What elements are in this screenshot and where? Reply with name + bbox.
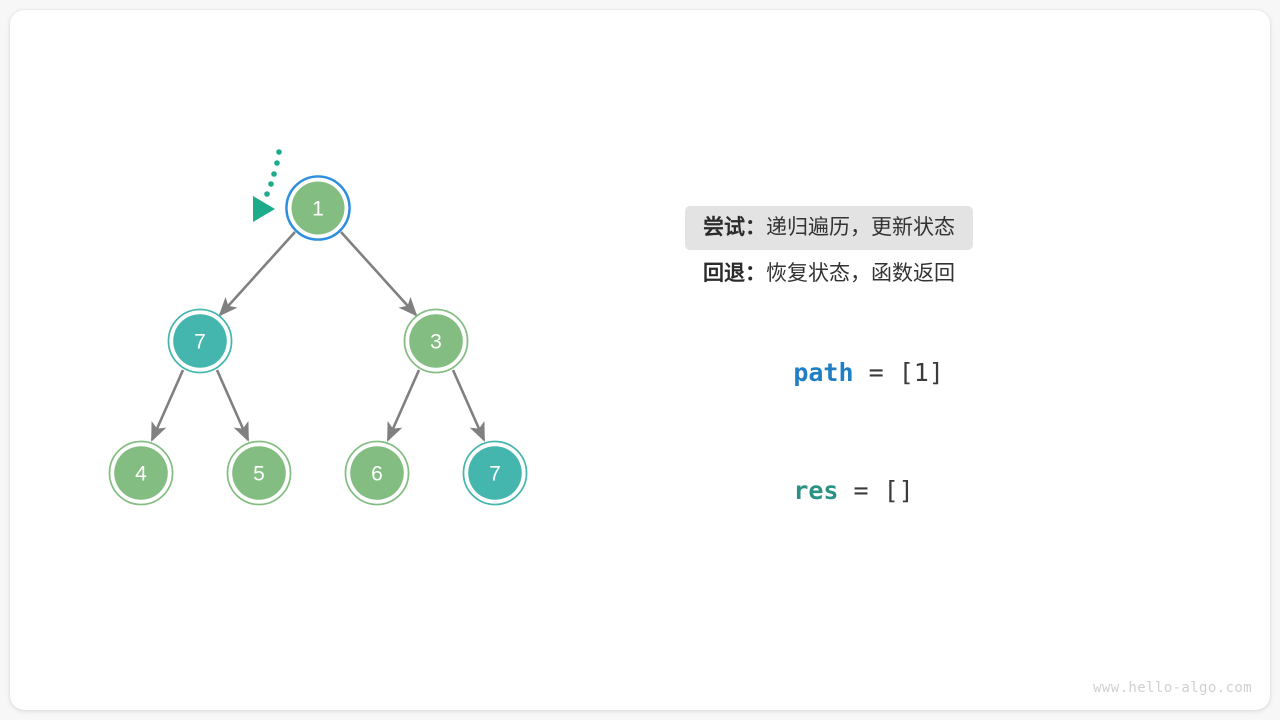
node-label: 4: [135, 463, 147, 486]
tree-edges: [150, 231, 486, 442]
variable-res-value: []: [883, 476, 914, 505]
node-label: 7: [489, 463, 501, 486]
edge-n1-n2: [218, 231, 296, 317]
node-label: 7: [194, 331, 206, 354]
variable-path-name: path: [793, 358, 854, 387]
tree-node-n5[interactable]: 5: [226, 440, 292, 506]
variable-path-assign: =: [853, 358, 899, 387]
node-gap-ring: [287, 177, 349, 239]
explanation-panel: 尝试：递归遍历，更新状态 回退：恢复状态，函数返回: [685, 206, 1225, 296]
node-circle: [409, 314, 463, 368]
node-outer-ring: [167, 308, 233, 374]
edge-n3-n6: [386, 369, 421, 442]
node-circle: [468, 446, 522, 500]
edge-n2-n4: [150, 369, 185, 442]
node-circle: [173, 314, 227, 368]
pointer-dot: [276, 149, 282, 155]
node-outer-ring: [403, 308, 469, 374]
node-label: 5: [253, 463, 265, 486]
node-circle: [114, 446, 168, 500]
step-try-prefix: 尝试：: [703, 216, 766, 239]
edge-n1-n3: [340, 231, 418, 317]
step-backtrack-text: 恢复状态，函数返回: [766, 262, 955, 285]
tree-node-n2[interactable]: 7: [167, 308, 233, 374]
node-circle: [350, 446, 404, 500]
pointer-arrowhead-icon: [253, 196, 275, 222]
variable-path-row: path = [1]: [703, 329, 944, 416]
step-backtrack-prefix: 回退：: [703, 262, 766, 285]
variable-path-value: [1]: [898, 358, 944, 387]
node-gap-ring: [110, 442, 172, 504]
step-backtrack: 回退：恢复状态，函数返回: [685, 252, 973, 296]
tree-node-n6[interactable]: 6: [344, 440, 410, 506]
node-circle: [291, 181, 345, 235]
node-gap-ring: [346, 442, 408, 504]
node-gap-ring: [405, 310, 467, 372]
edge-n2-n5: [215, 369, 250, 442]
node-circle: [232, 446, 286, 500]
node-outer-ring: [108, 440, 174, 506]
pointer-dot: [271, 171, 277, 177]
tree-node-n3[interactable]: 3: [403, 308, 469, 374]
node-highlight-ring: [285, 175, 351, 241]
variable-res-assign: =: [838, 476, 884, 505]
pointer-dot: [264, 191, 270, 197]
tree-node-n7[interactable]: 7: [462, 440, 528, 506]
tree-node-n1[interactable]: 1: [285, 175, 351, 241]
node-outer-ring: [226, 440, 292, 506]
node-outer-ring: [344, 440, 410, 506]
edge-n3-n7: [451, 369, 486, 442]
node-gap-ring: [464, 442, 526, 504]
watermark: www.hello-algo.com: [1093, 680, 1252, 696]
node-label: 1: [312, 198, 324, 221]
node-label: 6: [371, 463, 383, 486]
node-gap-ring: [228, 442, 290, 504]
node-outer-ring: [462, 440, 528, 506]
step-try: 尝试：递归遍历，更新状态: [685, 206, 973, 250]
variable-res-name: res: [793, 476, 839, 505]
step-try-text: 递归遍历，更新状态: [766, 216, 955, 239]
recursion-entry-pointer: [253, 149, 282, 222]
pointer-dot: [274, 160, 280, 166]
pointer-dot: [268, 181, 274, 187]
node-label: 3: [430, 331, 442, 354]
variable-res-row: res = []: [703, 447, 914, 534]
tree-node-n4[interactable]: 4: [108, 440, 174, 506]
node-gap-ring: [169, 310, 231, 372]
